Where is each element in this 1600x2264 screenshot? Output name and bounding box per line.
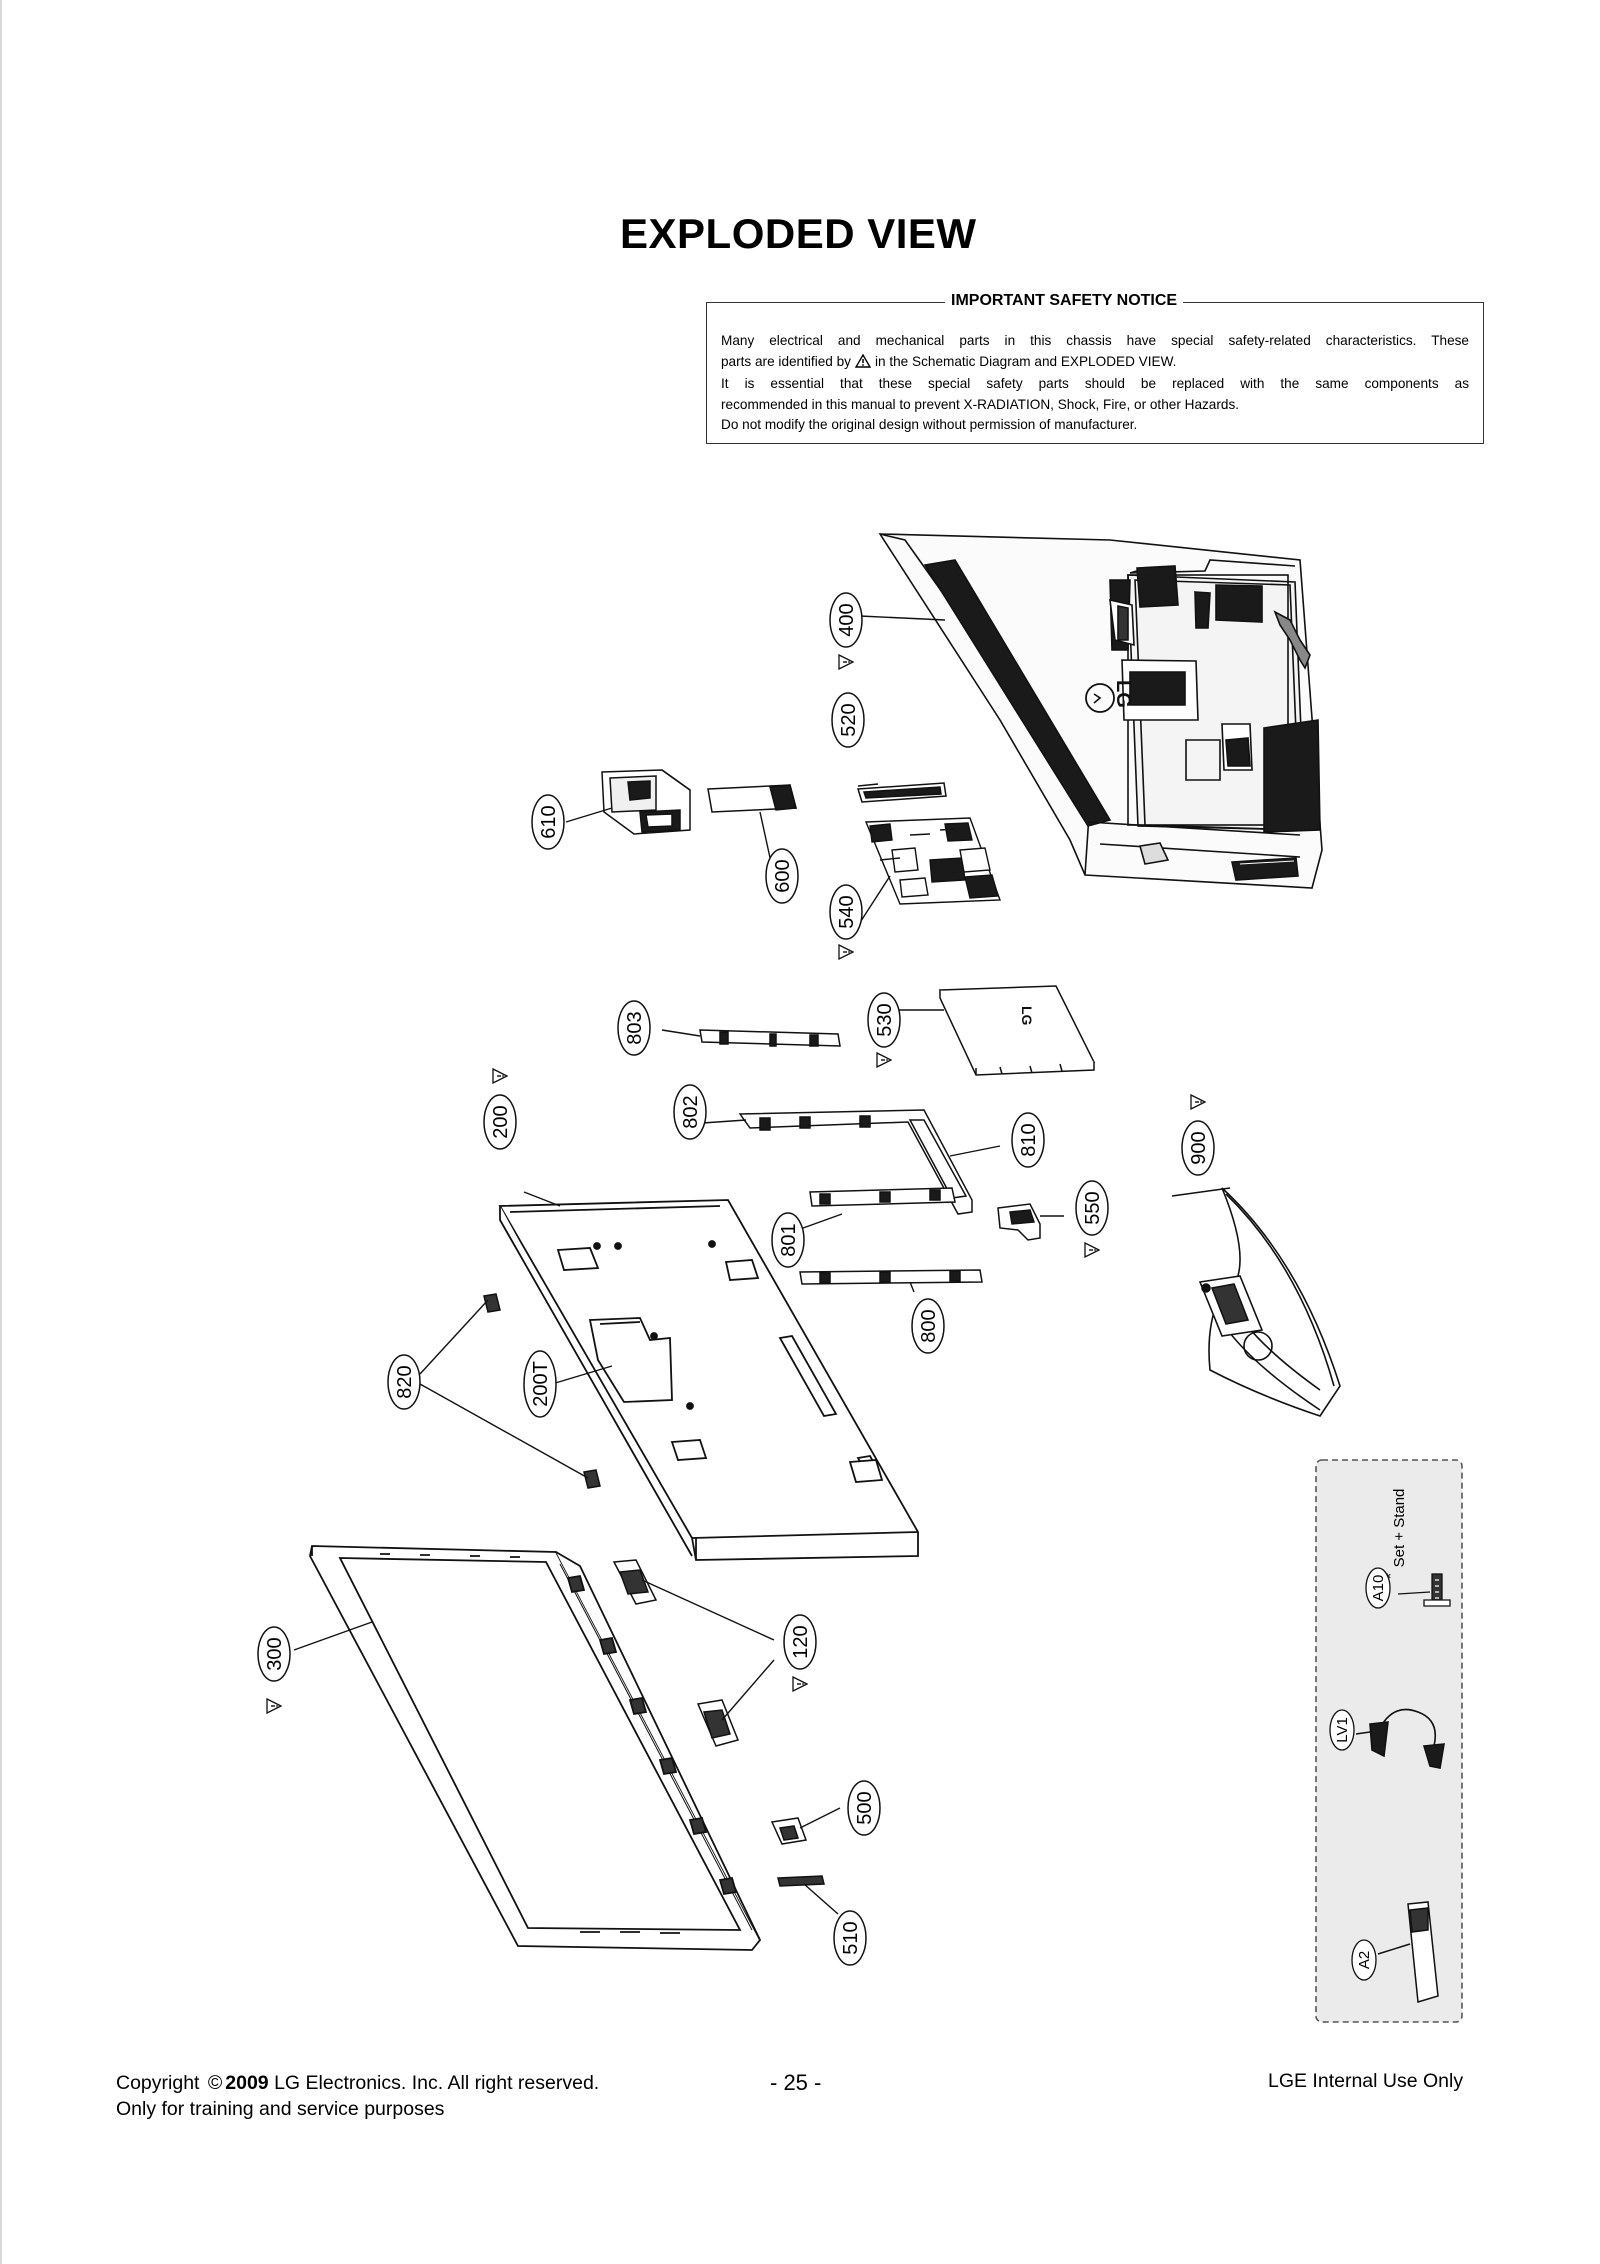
callout-900: 900	[1181, 1120, 1215, 1176]
cable-LV1	[1355, 1708, 1445, 1769]
callout-300-label: 300	[264, 1637, 286, 1670]
warning-icon-540	[838, 944, 854, 960]
footer-training: Only for training and service purposes	[116, 2098, 445, 2120]
callout-120-label: 120	[790, 1625, 812, 1658]
lcd-panel-part-200	[498, 1199, 919, 1561]
callout-803-label: 803	[624, 1011, 646, 1044]
callout-A2: A2	[1351, 1939, 1377, 1981]
warning-icon-300	[266, 1698, 282, 1714]
notice-line-5: Do not modify the original design withou…	[721, 417, 1138, 432]
remote-A2	[1377, 1901, 1439, 2003]
callout-530: 530	[867, 992, 901, 1048]
footer-copyright: Copyright ©2009 LG Electronics. Inc. All…	[116, 2070, 599, 2122]
accessory-label: Set + Stand	[1391, 1489, 1408, 1568]
callout-LV1-label: LV1	[1334, 1717, 1351, 1743]
frame-parts-802-810-801-800	[738, 1109, 983, 1285]
callout-550-label: 550	[1082, 1191, 1104, 1224]
power-board-part-530: LG	[938, 985, 1096, 1076]
callout-510-label: 510	[840, 1921, 862, 1954]
callout-610-label: 610	[538, 805, 560, 838]
footer-internal: LGE Internal Use Only	[1268, 2070, 1464, 2092]
notice-line-4: recommended in this manual to prevent X-…	[721, 396, 1240, 412]
notice-line-3: It is essential that these special safet…	[721, 376, 1469, 391]
main-board-part-540	[864, 817, 1001, 905]
warning-icon-530	[876, 1052, 892, 1068]
callout-A10-label: A10	[1370, 1575, 1387, 1602]
clips-part-820	[483, 1293, 601, 1489]
callout-200: 200	[483, 1094, 517, 1150]
callout-400: 400	[829, 592, 863, 648]
page-number: - 25 -	[770, 2070, 822, 2095]
callout-600-label: 600	[772, 859, 794, 892]
plate-part-600	[707, 784, 797, 813]
warning-triangle-icon	[854, 353, 872, 375]
copyright-prefix: Copyright	[116, 2072, 200, 2094]
copyright-symbol: ©	[207, 2072, 223, 2094]
callout-200-label: 200	[490, 1105, 512, 1138]
warning-icon-120	[792, 1676, 808, 1692]
safety-notice-body: Many electrical and mechanical parts in …	[721, 331, 1469, 436]
safety-notice-box: IMPORTANT SAFETY NOTICE Many electrical …	[706, 292, 1484, 444]
callout-803: 803	[617, 1000, 651, 1056]
callout-200T: 200T	[523, 1350, 557, 1418]
callout-810-label: 810	[1018, 1123, 1040, 1156]
notice-line-2a: parts are identified by	[721, 353, 851, 369]
callout-801-label: 801	[778, 1223, 800, 1256]
warning-icon-550	[1084, 1242, 1100, 1258]
callout-LV1: LV1	[1329, 1709, 1355, 1751]
callout-500: 500	[847, 1780, 881, 1836]
page-edge	[0, 0, 2, 2264]
callout-802-label: 802	[680, 1095, 702, 1128]
callout-800-label: 800	[918, 1309, 940, 1342]
accessory-box: Set + Stand * A10 LV1 A2	[1315, 1459, 1463, 2023]
notice-line-1: Many electrical and mechanical parts in …	[721, 333, 1469, 348]
callout-120: 120	[783, 1614, 817, 1670]
callout-500-label: 500	[854, 1791, 876, 1824]
callout-540-label: 540	[836, 895, 858, 928]
callout-A10: A10	[1365, 1567, 1391, 1609]
warning-icon-200	[492, 1068, 508, 1084]
rear-cover-part-400: LG	[878, 533, 1323, 889]
callout-200T-label: 200T	[530, 1361, 552, 1407]
page-title: EXPLODED VIEW	[620, 210, 977, 257]
warning-icon-400	[838, 654, 854, 670]
bracket-part-520	[857, 782, 947, 803]
callout-520: 520	[831, 692, 865, 748]
callout-810: 810	[1011, 1112, 1045, 1168]
callout-820: 820	[387, 1354, 421, 1410]
warning-icon-900	[1190, 1094, 1206, 1110]
callout-550: 550	[1075, 1180, 1109, 1236]
callout-800: 800	[911, 1298, 945, 1354]
copyright-rest: LG Electronics. Inc. All right reserved.	[274, 2072, 600, 2094]
notice-line-2b: in the Schematic Diagram and EXPLODED VI…	[874, 353, 1177, 369]
stand-part-900	[1198, 1187, 1341, 1417]
front-bezel-part-300	[309, 1545, 762, 1951]
callout-802: 802	[673, 1084, 707, 1140]
safety-notice-heading: IMPORTANT SAFETY NOTICE	[945, 292, 1184, 310]
accessory-star: *	[1383, 1573, 1400, 1579]
callout-530-label: 530	[874, 1003, 896, 1036]
speakers-part-120	[612, 1559, 740, 1747]
callout-510: 510	[833, 1910, 867, 1966]
callout-610: 610	[531, 794, 565, 850]
bracket-part-803	[699, 1029, 841, 1047]
callout-A2-label: A2	[1356, 1951, 1373, 1969]
module-part-610	[601, 769, 691, 835]
callout-520-label: 520	[838, 703, 860, 736]
screw-A10	[1397, 1573, 1451, 1607]
callout-600: 600	[765, 848, 799, 904]
svg-text:LG: LG	[1019, 1006, 1035, 1026]
copyright-year: 2009	[225, 2072, 269, 2094]
callout-801: 801	[771, 1212, 805, 1268]
callout-900-label: 900	[1188, 1131, 1210, 1164]
callout-540: 540	[829, 884, 863, 940]
callout-400-label: 400	[836, 603, 858, 636]
svg-text:LG: LG	[1112, 680, 1134, 708]
bracket-part-550	[997, 1203, 1041, 1241]
callout-820-label: 820	[394, 1365, 416, 1398]
parts-500-510	[770, 1817, 825, 1887]
callout-300: 300	[257, 1626, 291, 1682]
